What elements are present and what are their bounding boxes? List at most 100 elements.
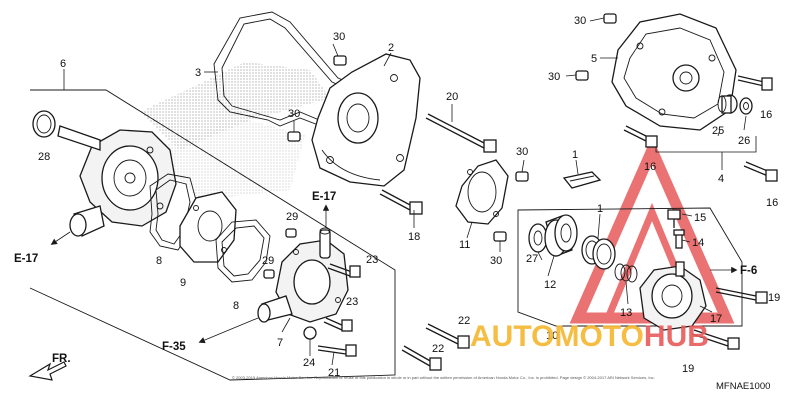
bolt-22-upper bbox=[425, 323, 470, 349]
callout-30-center-b: 30 bbox=[490, 255, 502, 267]
bolt-23-upper bbox=[327, 263, 361, 278]
hatch-region-lower bbox=[150, 118, 305, 200]
ref-f6: F-6 bbox=[740, 265, 757, 277]
leader-lines bbox=[63, 17, 747, 366]
bearing-12 bbox=[544, 214, 578, 257]
plate-1 bbox=[562, 171, 602, 189]
callout-12: 12 bbox=[544, 279, 556, 291]
callout-18: 18 bbox=[408, 231, 420, 243]
o-ring-28 bbox=[32, 110, 56, 138]
cover-5 bbox=[611, 13, 737, 131]
diagram-code: MFNAE1000 bbox=[716, 381, 770, 392]
callout-2: 2 bbox=[388, 42, 394, 54]
callout-10: 10 bbox=[546, 330, 558, 342]
fitting-14 bbox=[673, 229, 685, 249]
callout-9: 9 bbox=[180, 277, 186, 289]
bolt-18 bbox=[379, 189, 423, 215]
bolt-15 bbox=[667, 209, 681, 228]
callout-30-top-center: 30 bbox=[333, 31, 345, 43]
callout-24: 24 bbox=[303, 357, 315, 369]
ref-front: FR. bbox=[52, 353, 71, 365]
callout-8-right: 8 bbox=[233, 300, 239, 312]
callout-16-top: 16 bbox=[760, 109, 772, 121]
dowel-pin-30-top-center bbox=[333, 55, 347, 66]
callout-30-mid-right: 30 bbox=[548, 71, 560, 83]
callout-22-lower: 22 bbox=[432, 343, 444, 355]
dowel-pin-30-mid-center bbox=[287, 131, 301, 142]
callout-30-top-right: 30 bbox=[574, 15, 586, 27]
watermark-brand-a: AUTO bbox=[470, 320, 554, 353]
callout-13: 13 bbox=[620, 307, 632, 319]
front-direction-arrow bbox=[28, 361, 67, 381]
callout-11: 11 bbox=[459, 239, 470, 251]
ref-e17-left: E-17 bbox=[14, 253, 38, 265]
callout-14: 14 bbox=[692, 237, 704, 249]
callout-19-lower: 19 bbox=[682, 363, 694, 375]
callout-8-left: 8 bbox=[156, 255, 162, 267]
callout-25: 25 bbox=[712, 125, 724, 137]
hatch-region-upper bbox=[140, 62, 330, 150]
callout-29-bottom: 29 bbox=[262, 255, 274, 267]
group-frame-left bbox=[29, 89, 396, 381]
callout-16-mid: 16 bbox=[644, 161, 656, 173]
callout-21: 21 bbox=[328, 367, 340, 379]
callout-22-upper: 22 bbox=[458, 315, 470, 327]
dowel-pin-30-center-a bbox=[515, 171, 529, 182]
collar-25 bbox=[717, 94, 738, 114]
seal-8-right-inner bbox=[221, 225, 265, 277]
bolt-19-upper bbox=[715, 287, 768, 304]
callout-19-upper: 19 bbox=[768, 292, 780, 304]
callout-23-upper: 23 bbox=[366, 254, 378, 266]
dowel-pin-30-mid-right bbox=[575, 70, 589, 81]
callout-1-top: 1 bbox=[572, 149, 578, 161]
callout-23-lower: 23 bbox=[346, 296, 358, 308]
bolt-19-lower bbox=[691, 329, 740, 350]
ref-e17-top: E-17 bbox=[312, 191, 336, 203]
housing-17 bbox=[639, 261, 707, 331]
callout-4: 4 bbox=[718, 173, 724, 185]
copyright-notice: © 2003-2015 American Honda Motor Co., In… bbox=[232, 375, 655, 380]
pump-housing-7 bbox=[257, 227, 349, 323]
callout-1-lower: 1 bbox=[597, 203, 603, 215]
ref-f35: F-35 bbox=[162, 341, 186, 353]
callout-26: 26 bbox=[738, 135, 750, 147]
callout-17: 17 bbox=[710, 313, 722, 325]
callout-16-bottom: 16 bbox=[766, 197, 778, 209]
bolt-16-mid bbox=[623, 125, 658, 148]
watermark-brand-b: MOTO bbox=[554, 320, 643, 353]
washer-26 bbox=[739, 97, 753, 115]
callout-30-mid-center: 30 bbox=[288, 108, 300, 120]
callout-15: 15 bbox=[694, 212, 706, 224]
gasket-11 bbox=[455, 159, 509, 225]
callout-20: 20 bbox=[446, 91, 458, 103]
callout-28: 28 bbox=[38, 151, 50, 163]
bolt-16-bottom bbox=[743, 161, 778, 182]
watermark-brand-c: HUB bbox=[644, 320, 709, 353]
callout-30-center-a: 30 bbox=[516, 146, 528, 158]
pump-body-6 bbox=[57, 125, 177, 237]
spring-13 bbox=[614, 263, 638, 283]
dowel-pin-30-top-right bbox=[603, 13, 617, 24]
bolt-23-lower bbox=[323, 317, 353, 332]
watermark-brand-text: AUTOMOTOHUB bbox=[470, 320, 709, 353]
seal-8-right bbox=[215, 219, 271, 283]
dowel-pin-30-center-b bbox=[493, 231, 507, 242]
callout-5: 5 bbox=[591, 53, 597, 65]
dowel-29-top bbox=[285, 228, 297, 238]
bolt-16-top bbox=[737, 75, 773, 91]
bolt-22-lower bbox=[401, 345, 442, 371]
reference-arrows bbox=[50, 204, 738, 344]
pump-cover-2 bbox=[311, 53, 421, 187]
group-frame-right bbox=[517, 207, 743, 327]
callout-7: 7 bbox=[277, 337, 283, 349]
callout-3: 3 bbox=[195, 67, 201, 79]
seal-8-left-inner bbox=[155, 179, 191, 245]
callout-6: 6 bbox=[60, 58, 66, 70]
ring-large bbox=[592, 238, 616, 270]
bolt-21 bbox=[317, 344, 357, 357]
callout-29-top: 29 bbox=[286, 211, 298, 223]
dowel-29-bottom bbox=[263, 269, 275, 279]
seal-27 bbox=[528, 223, 548, 253]
